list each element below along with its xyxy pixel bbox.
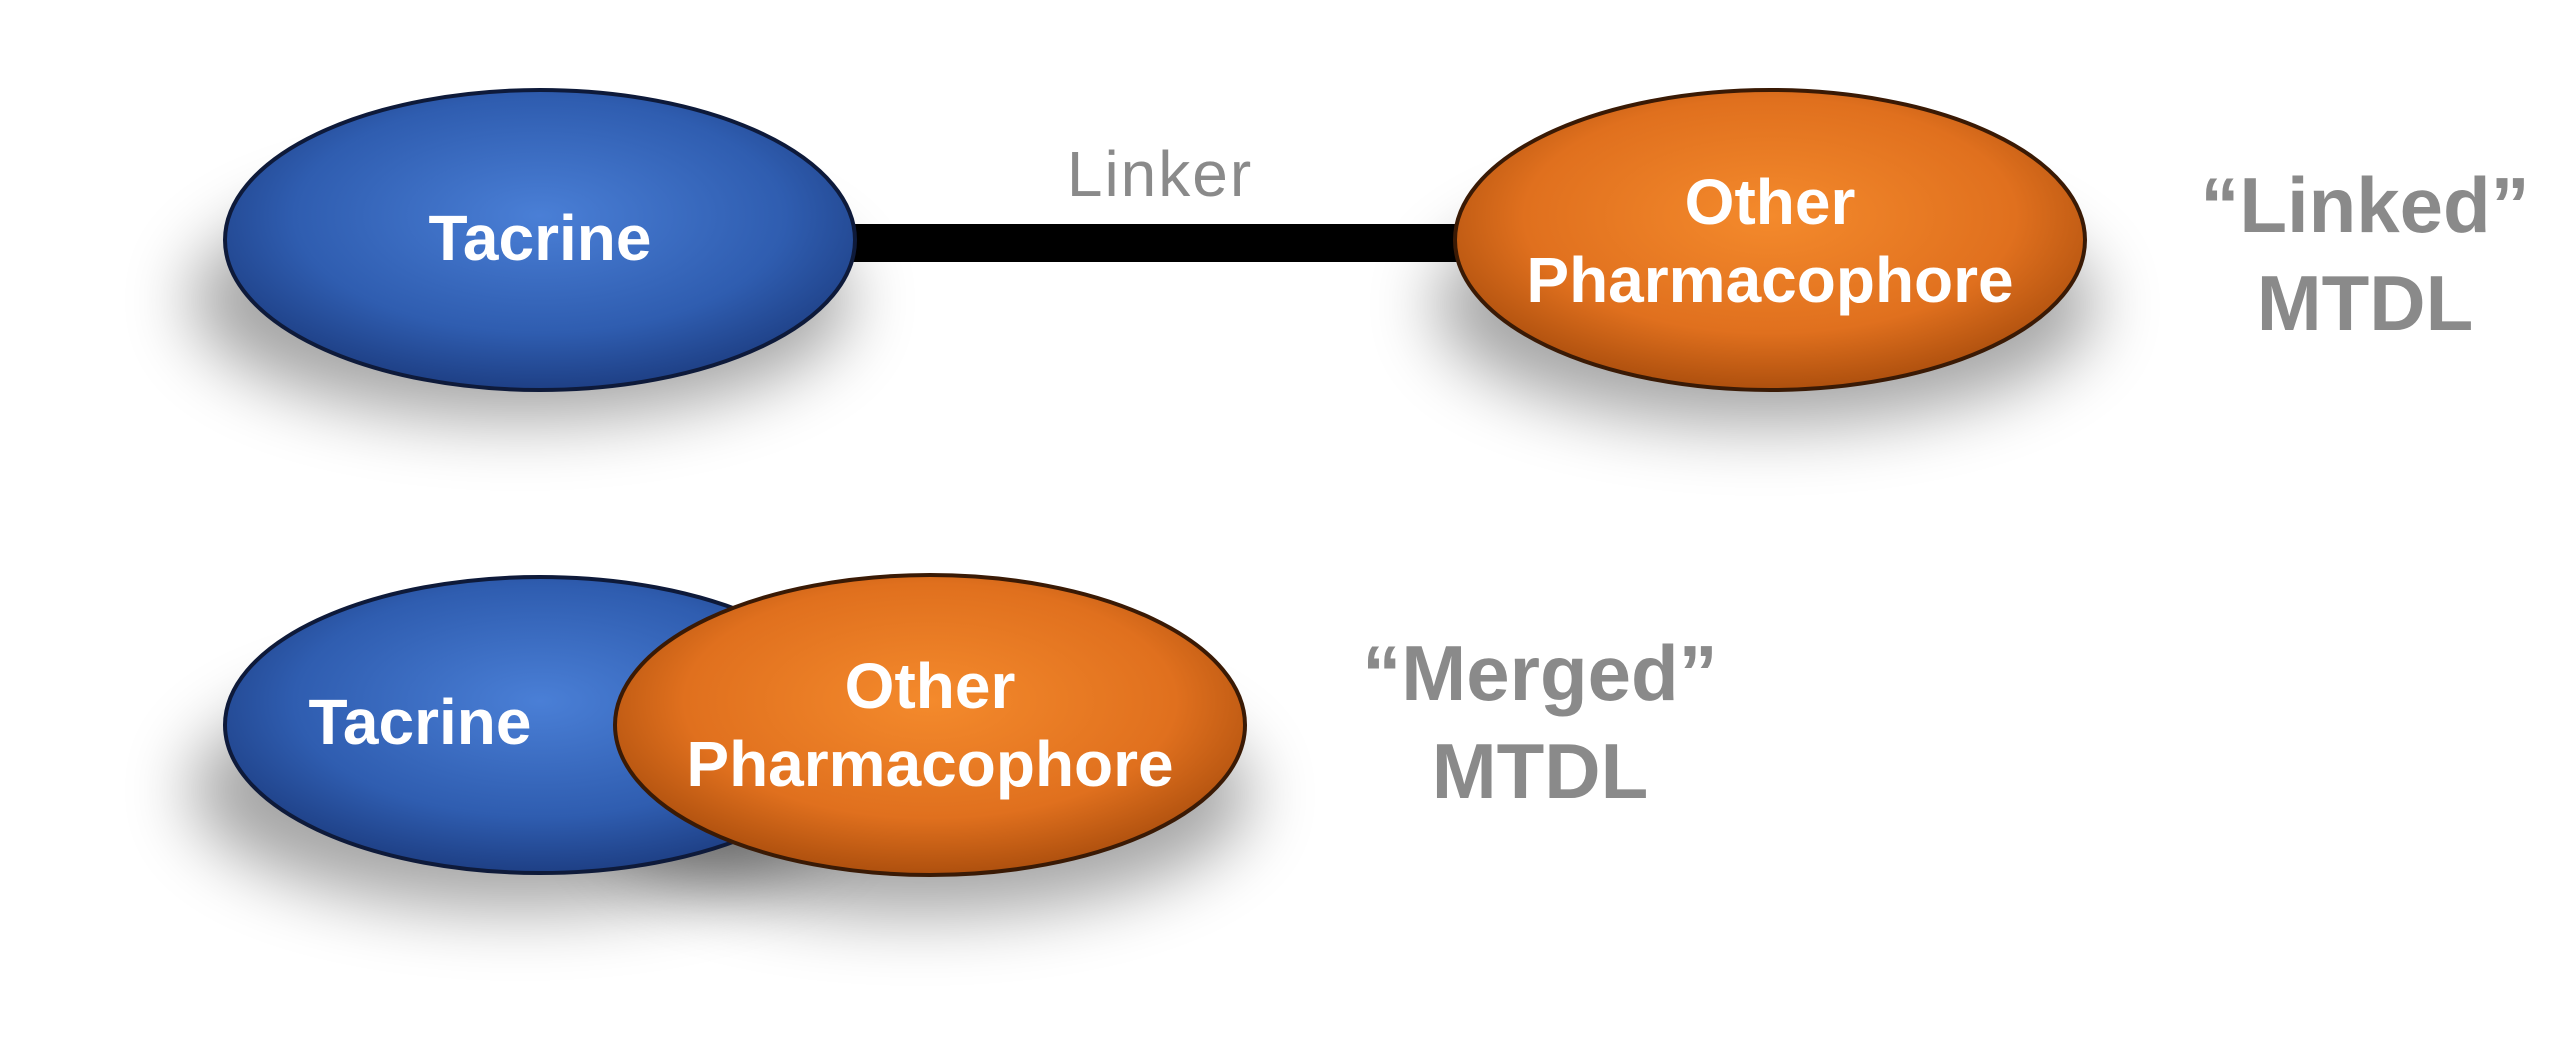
linker-bar (850, 224, 1470, 262)
merged-caption-line1: “Merged” (1362, 629, 1717, 717)
tacrine-node-linked (223, 88, 857, 392)
other-label-line1-merged: Other (845, 650, 1016, 722)
tacrine-label-linked: Tacrine (429, 202, 652, 274)
linked-caption-line1: “Linked” (2200, 161, 2529, 249)
other-pharmacophore-node-merged (613, 573, 1247, 877)
other-label-line2-linked: Pharmacophore (1526, 244, 2013, 316)
merged-caption-line2: MTDL (1432, 727, 1649, 815)
other-pharmacophore-node-linked (1453, 88, 2087, 392)
linker-label: Linker (1067, 138, 1253, 210)
linked-mtdl-group: Linker Tacrine Other Pharmacophore “Link… (190, 88, 2530, 425)
tacrine-label-merged: Tacrine (309, 686, 532, 758)
other-label-line1-linked: Other (1685, 166, 1856, 238)
other-label-line2-merged: Pharmacophore (686, 728, 1173, 800)
merged-mtdl-group: Tacrine Other Pharmacophore “Merged” MTD… (190, 573, 1718, 915)
linked-caption-line2: MTDL (2257, 259, 2474, 347)
